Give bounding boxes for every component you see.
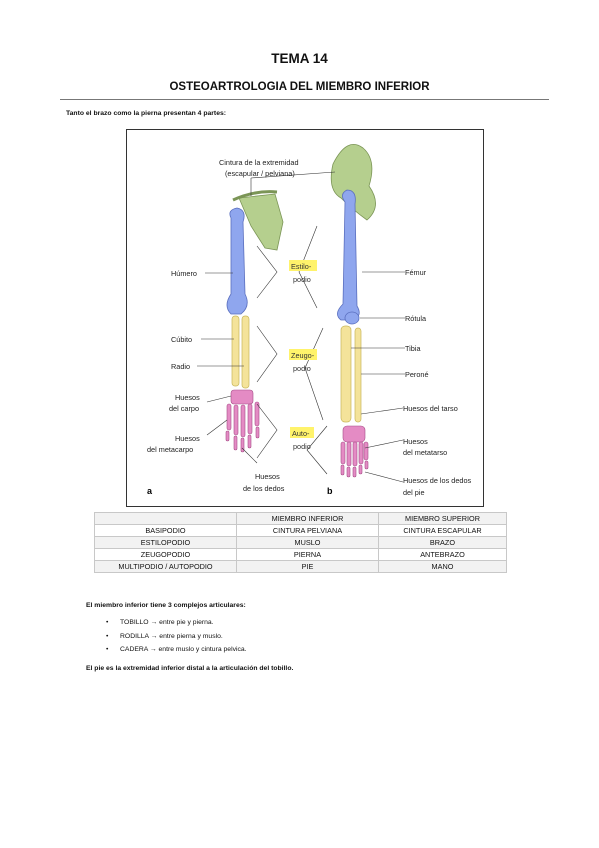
table-row: ZEUGOPODIO PIERNA ANTEBRAZO xyxy=(94,548,507,561)
label-metacarpo-2: del metacarpo xyxy=(147,445,193,454)
table-cell: MUSLO xyxy=(236,536,379,549)
ulna-bone xyxy=(231,315,240,387)
label-rotula: Rótula xyxy=(405,314,427,323)
item-name: CADERA xyxy=(120,646,148,653)
table-header-cell xyxy=(94,512,237,525)
table-cell: MANO xyxy=(378,560,507,573)
tibia-bone xyxy=(340,325,352,423)
label-dedos-pie-2: del pie xyxy=(403,488,425,497)
clavicle-bone xyxy=(232,190,278,202)
table-cell: ANTEBRAZO xyxy=(378,548,507,561)
label-perone: Peroné xyxy=(405,370,429,379)
label-auto-2: podio xyxy=(293,442,311,451)
pie-definition: El pie es la extremidad inferior distal … xyxy=(86,665,294,672)
label-cubito: Cúbito xyxy=(171,335,192,344)
label-cintura-1: Cintura de la extremidad xyxy=(219,158,299,167)
item-desc: entre pie y pierna. xyxy=(159,619,214,626)
table-header-cell: MIEMBRO INFERIOR xyxy=(236,512,379,525)
label-metatarso-1: Huesos xyxy=(403,437,428,446)
label-dedos-1: Huesos xyxy=(255,472,280,481)
table-cell: BRAZO xyxy=(378,536,507,549)
label-tibia: Tibia xyxy=(405,344,421,353)
label-estilo-2: podio xyxy=(293,275,311,284)
femur-bone xyxy=(337,189,360,321)
label-carpo-1: Huesos xyxy=(175,393,200,402)
leader-lines xyxy=(197,171,405,483)
table-cell: MULTIPODIO / AUTOPODIO xyxy=(94,560,237,573)
table-header-cell: MIEMBRO SUPERIOR xyxy=(378,512,507,525)
bullet-icon: • xyxy=(106,632,109,640)
complejos-list: • TOBILLO → entre pie y pierna. • RODILL… xyxy=(92,616,247,657)
label-carpo-2: del carpo xyxy=(169,404,199,413)
item-desc: entre muslo y cintura pelvica. xyxy=(158,646,247,653)
label-femur: Fémur xyxy=(405,268,427,277)
label-auto-1: Auto- xyxy=(292,429,310,438)
comparison-table: MIEMBRO INFERIOR MIEMBRO SUPERIOR BASIPO… xyxy=(94,512,507,573)
arrow-icon: → xyxy=(150,632,158,640)
arrow-icon: → xyxy=(149,646,157,653)
list-item: • RODILLA → entre pierna y muslo. xyxy=(92,630,247,644)
label-estilo-1: Estilo- xyxy=(291,262,312,271)
radius-bone xyxy=(241,315,250,389)
intro-text: Tanto el brazo como la pierna presentan … xyxy=(66,110,227,117)
complejos-intro: El miembro inferior tiene 3 complejos ar… xyxy=(86,602,246,609)
label-zeugo-1: Zeugo- xyxy=(291,351,315,360)
label-tarso: Huesos del tarso xyxy=(403,404,458,413)
limb-anatomy-diagram: Cintura de la extremidad (escapular / pe… xyxy=(147,144,471,497)
table-cell: ESTILOPODIO xyxy=(94,536,237,549)
bullet-icon: • xyxy=(106,619,109,626)
humerus-bone xyxy=(226,207,248,315)
estilopodio-highlight xyxy=(289,260,317,271)
label-dedos-pie-1: Huesos de los dedos xyxy=(403,476,471,485)
label-metatarso-2: del metatarso xyxy=(403,448,447,457)
fibula-bone xyxy=(354,327,362,423)
pelvis-bone xyxy=(330,144,376,221)
page-subtitle: OSTEOARTROLOGIA DEL MIEMBRO INFERIOR xyxy=(169,81,430,93)
label-radio: Radio xyxy=(171,362,190,371)
table-row: BASIPODIO CINTURA PELVIANA CINTURA ESCAP… xyxy=(94,524,507,537)
list-item: • CADERA → entre muslo y cintura pelvica… xyxy=(92,643,247,657)
panel-label-b: b xyxy=(327,486,333,496)
label-dedos-2: de los dedos xyxy=(243,484,285,493)
item-name: RODILLA xyxy=(120,632,149,640)
foot-bones xyxy=(340,425,369,478)
label-humero: Húmero xyxy=(171,269,197,278)
table-cell: BASIPODIO xyxy=(94,524,237,537)
hand-bones xyxy=(225,389,260,453)
zeugopodio-highlight xyxy=(289,349,317,360)
panel-label-a: a xyxy=(147,486,153,496)
item-desc: entre pierna y muslo. xyxy=(159,632,223,640)
label-cintura-2: (escapular / pelviana) xyxy=(225,169,295,178)
label-metacarpo-1: Huesos xyxy=(175,434,200,443)
list-item: • TOBILLO → entre pie y pierna. xyxy=(92,616,247,630)
table-row: MULTIPODIO / AUTOPODIO PIE MANO xyxy=(94,560,507,573)
item-name: TOBILLO xyxy=(120,619,149,626)
title-divider xyxy=(60,99,549,100)
table-cell: CINTURA PELVIANA xyxy=(236,524,379,537)
bullet-icon: • xyxy=(106,646,109,653)
table-cell: CINTURA ESCAPULAR xyxy=(378,524,507,537)
patella-bone xyxy=(344,311,360,325)
autopodio-highlight xyxy=(290,427,314,438)
table-cell: PIERNA xyxy=(236,548,379,561)
label-zeugo-2: podio xyxy=(293,364,311,373)
limb-anatomy-figure: Cintura de la extremidad (escapular / pe… xyxy=(126,129,484,507)
table-cell: ZEUGOPODIO xyxy=(94,548,237,561)
arrow-icon: → xyxy=(150,619,158,626)
table-cell: PIE xyxy=(236,560,379,573)
table-row: ESTILOPODIO MUSLO BRAZO xyxy=(94,536,507,549)
scapula-bone xyxy=(238,193,284,251)
table-header-row: MIEMBRO INFERIOR MIEMBRO SUPERIOR xyxy=(94,512,507,525)
page-title: TEMA 14 xyxy=(271,51,328,66)
